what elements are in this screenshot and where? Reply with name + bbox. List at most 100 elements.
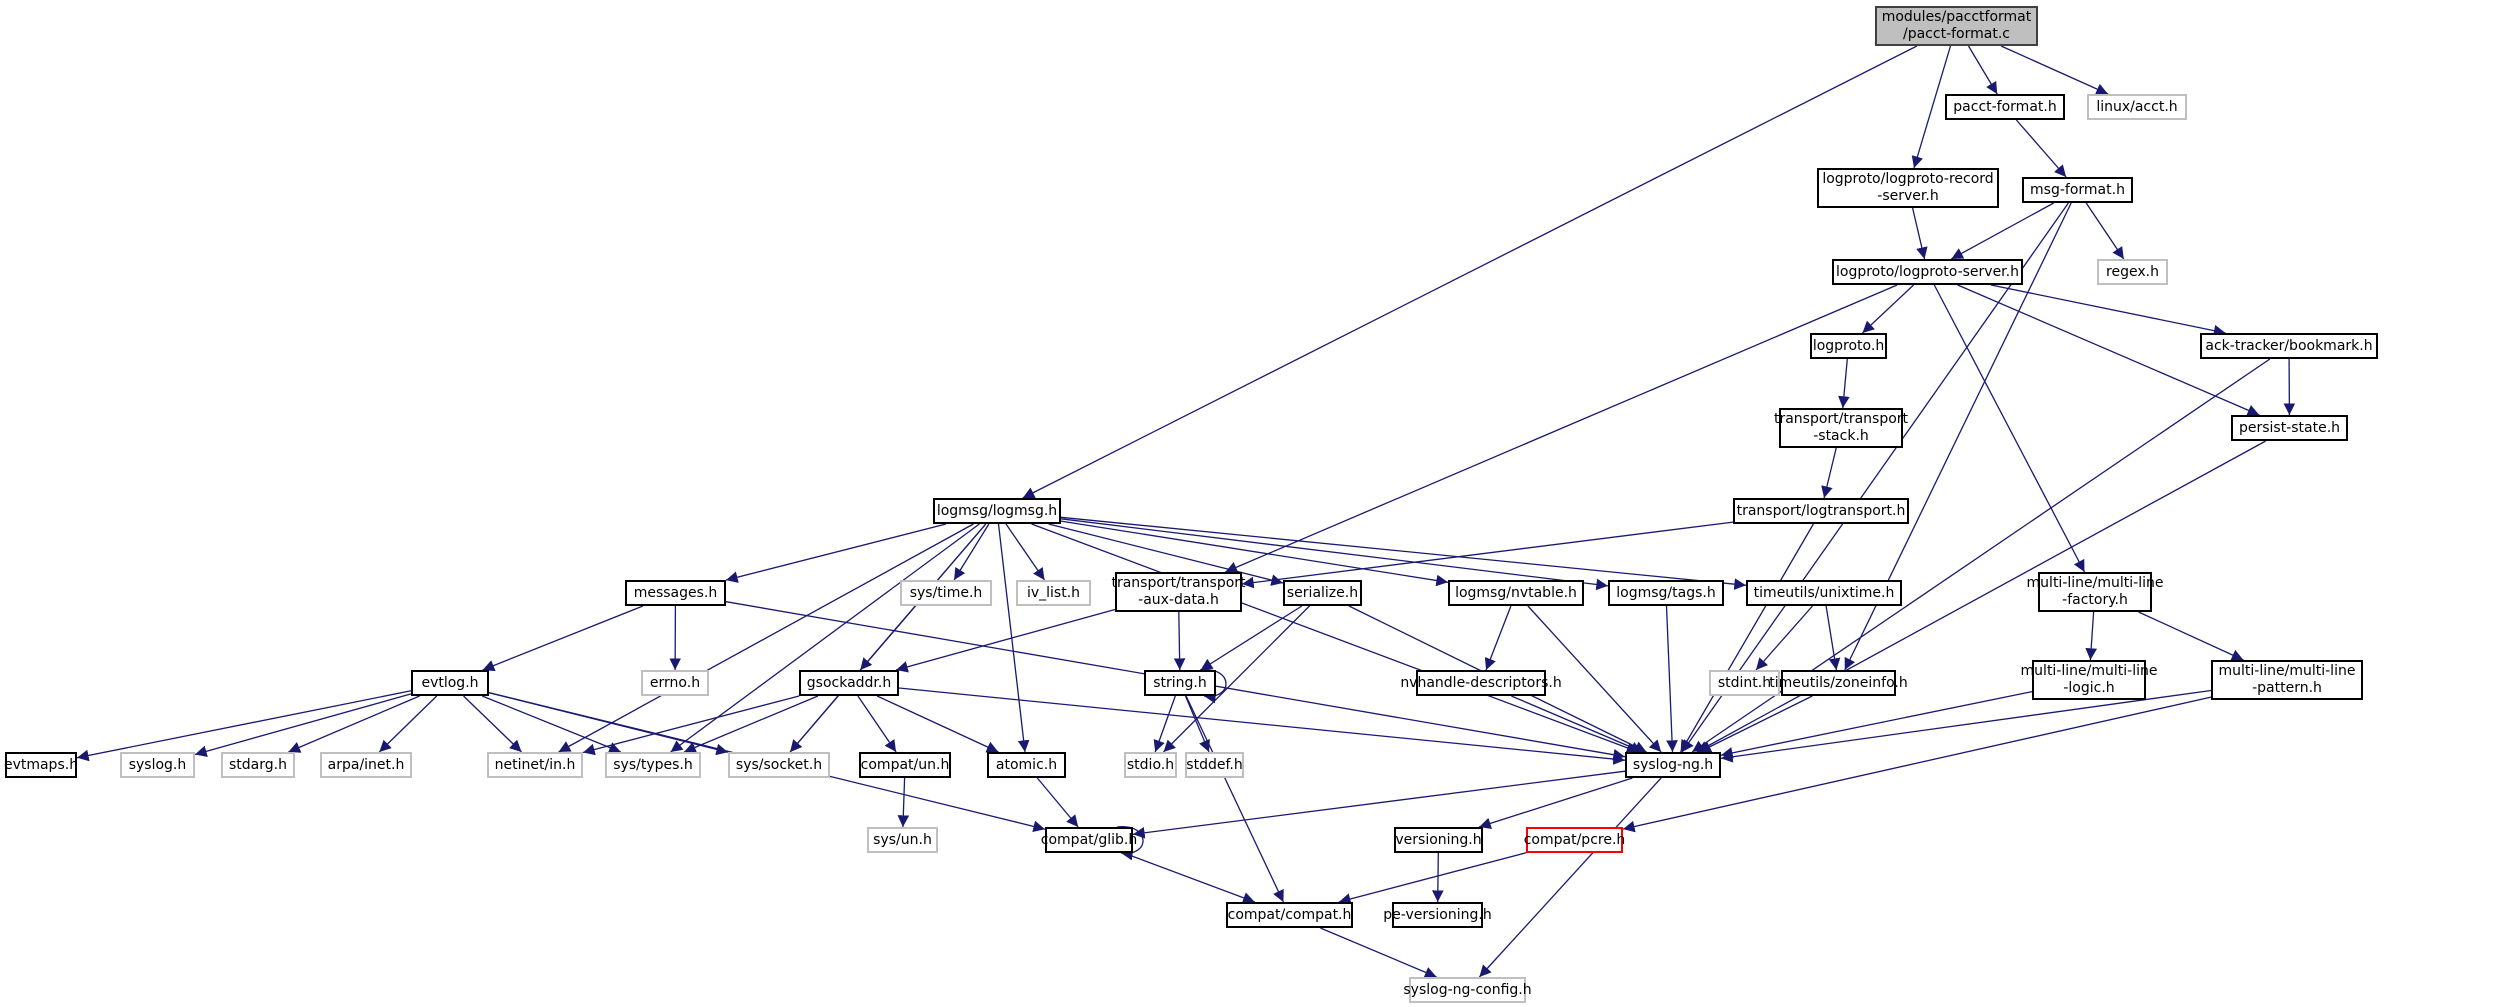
edge-pacct-format-h-to-msg-format-h: [2015, 119, 2067, 178]
edge-evtlog-h-to-evtmaps-h: [76, 690, 412, 762]
node-syslog-h: syslog.h: [120, 752, 195, 778]
edge-logtransport-h-to-syslog-ng-h: [1680, 523, 1814, 753]
edge-compat-glib-h-to-compat-glib-h: [1116, 826, 1144, 861]
node-regex-h: regex.h: [2097, 259, 2168, 285]
node-multiline-pattern-h[interactable]: multi-line/multi-line -pattern.h: [2211, 660, 2363, 700]
edge-logmsg-h-to-iv-list-h: [1005, 523, 1046, 581]
edge-root-to-logproto-record-server-h: [1911, 45, 1952, 169]
edge-syslog-ng-h-to-compat-glib-h: [1132, 770, 1626, 839]
node-unixtime-h[interactable]: timeutils/unixtime.h: [1746, 580, 1902, 606]
edge-unixtime-h-to-stdint-h: [1755, 605, 1813, 671]
node-atomic-h[interactable]: atomic.h: [987, 752, 1066, 778]
edge-logmsg-h-to-sys-types-h: [670, 523, 980, 753]
edge-logproto-server-h-to-persist-state-h: [1957, 284, 2260, 416]
edge-logproto-server-h-to-ack-tracker-bookmark-h: [1990, 284, 2226, 337]
edge-logtransport-h-to-transport-aux-data-h: [1241, 521, 1734, 589]
node-netinet-in-h: netinet/in.h: [487, 752, 583, 778]
node-sys-socket-h: sys/socket.h: [728, 752, 830, 778]
node-stddef-h: stddef.h: [1185, 752, 1244, 778]
node-compat-glib-h[interactable]: compat/glib.h: [1041, 827, 1137, 853]
node-zoneinfo-h[interactable]: timeutils/zoneinfo.h: [1769, 670, 1908, 696]
node-pacct-format-h[interactable]: pacct-format.h: [1945, 94, 2065, 120]
edge-msg-format-h-to-logproto-server-h: [1950, 202, 2055, 260]
edge-gsockaddr-h-to-netinet-in-h: [582, 695, 800, 756]
edge-compat-pcre-h-to-compat-compat-h: [1338, 852, 1527, 905]
edge-string-h-to-stdio-h: [1153, 695, 1176, 753]
node-errno-h: errno.h: [641, 670, 709, 696]
edge-evtlog-h-to-syslog-h: [194, 693, 412, 757]
edge-string-h-to-stddef-h: [1184, 695, 1210, 753]
node-nvtable-h[interactable]: logmsg/nvtable.h: [1448, 580, 1584, 606]
node-stdarg-h: stdarg.h: [221, 752, 295, 778]
edge-unixtime-h-to-zoneinfo-h: [1825, 605, 1841, 671]
edge-nvtable-h-to-nvhandle-descriptors-h: [1484, 605, 1512, 671]
node-sys-time-h: sys/time.h: [900, 580, 992, 606]
node-pe-versioning-h[interactable]: pe-versioning.h: [1383, 902, 1492, 928]
node-persist-state-h[interactable]: persist-state.h: [2231, 415, 2348, 441]
node-evtlog-h[interactable]: evtlog.h: [411, 670, 489, 696]
edge-multiline-factory-h-to-multiline-logic-h: [2085, 611, 2098, 661]
edge-logproto-server-h-to-logproto-h: [1861, 284, 1915, 334]
edge-zoneinfo-h-to-syslog-ng-h: [1698, 695, 1813, 753]
edge-compat-glib-h-to-compat-compat-h: [1123, 852, 1255, 904]
edge-gsockaddr-h-to-sys-types-h: [683, 695, 819, 753]
node-tags-h[interactable]: logmsg/tags.h: [1608, 580, 1724, 606]
edge-string-h-to-compat-compat-h: [1185, 695, 1284, 903]
node-logproto-h[interactable]: logproto.h: [1810, 333, 1887, 359]
node-msg-format-h[interactable]: msg-format.h: [2022, 177, 2133, 203]
edge-persist-state-h-to-syslog-ng-h: [1696, 440, 2267, 753]
edge-versioning-h-to-pe-versioning-h: [1431, 852, 1444, 903]
node-multiline-logic-h[interactable]: multi-line/multi-line -logic.h: [2021, 660, 2157, 700]
edge-serialize-h-to-string-h: [1200, 605, 1303, 671]
edge-gsockaddr-h-to-sys-socket-h: [789, 695, 839, 753]
node-ack-tracker-bookmark-h[interactable]: ack-tracker/bookmark.h: [2200, 333, 2378, 359]
node-compat-compat-h[interactable]: compat/compat.h: [1226, 902, 1353, 928]
edge-evtlog-h-to-netinet-in-h: [463, 695, 522, 753]
edge-multiline-pattern-h-to-compat-pcre-h: [1622, 696, 2212, 833]
node-transport-stack-h[interactable]: transport/transport -stack.h: [1774, 408, 1908, 448]
node-logmsg-h[interactable]: logmsg/logmsg.h: [933, 498, 1061, 524]
edge-multiline-pattern-h-to-syslog-ng-h: [1720, 689, 2212, 763]
edge-nvtable-h-to-syslog-ng-h: [1527, 605, 1662, 753]
node-multiline-factory-h[interactable]: multi-line/multi-line -factory.h: [2027, 572, 2163, 612]
edge-logmsg-h-to-serialize-h: [1048, 523, 1284, 586]
node-iv-list-h: iv_list.h: [1016, 580, 1091, 606]
edge-syslog-ng-h-to-versioning-h: [1478, 777, 1633, 830]
edge-logproto-server-h-to-multiline-factory-h: [1933, 284, 2086, 573]
edge-logmsg-h-to-sys-time-h: [953, 523, 990, 581]
edge-logproto-server-h-to-transport-aux-data-h: [1225, 284, 1898, 573]
edge-logmsg-h-to-syslog-ng-h: [1031, 523, 1639, 754]
node-logproto-record-server-h[interactable]: logproto/logproto-record -server.h: [1817, 168, 1999, 208]
node-serialize-h[interactable]: serialize.h: [1283, 580, 1362, 606]
node-logproto-server-h[interactable]: logproto/logproto-server.h: [1832, 259, 2023, 285]
node-messages-h[interactable]: messages.h: [625, 580, 726, 606]
node-sys-types-h: sys/types.h: [605, 752, 701, 778]
node-root: modules/pacctformat /pacct-format.c: [1875, 6, 2038, 46]
edge-msg-format-h-to-regex-h: [2085, 202, 2125, 260]
edge-evtlog-h-to-arpa-inet-h: [378, 695, 438, 753]
node-stdint-h: stdint.h: [1709, 670, 1780, 696]
node-logtransport-h[interactable]: transport/logtransport.h: [1733, 498, 1909, 524]
node-evtmaps-h[interactable]: evtmaps.h: [4, 752, 78, 778]
edge-multiline-factory-h-to-multiline-pattern-h: [2138, 611, 2244, 661]
edge-tags-h-to-syslog-ng-h: [1665, 605, 1678, 753]
edge-gsockaddr-h-to-atomic-h: [876, 695, 999, 753]
node-syslog-ng-config-h: syslog-ng-config.h: [1403, 977, 1532, 1003]
node-transport-aux-data-h[interactable]: transport/transport -aux-data.h: [1111, 572, 1246, 612]
edge-transport-aux-data-h-to-gsockaddr-h: [895, 608, 1116, 673]
edge-nvhandle-descriptors-h-to-syslog-ng-h: [1511, 695, 1643, 753]
edge-logmsg-h-to-netinet-in-h: [558, 523, 974, 753]
node-syslog-ng-h[interactable]: syslog-ng.h: [1625, 752, 1721, 778]
node-string-h[interactable]: string.h: [1144, 670, 1216, 696]
edge-root-to-pacct-format-h: [1967, 45, 1998, 95]
edge-logproto-record-server-h-to-logproto-server-h: [1911, 207, 1928, 260]
node-compat-un-h[interactable]: compat/un.h: [859, 752, 951, 778]
edge-string-h-to-string-h: [1199, 669, 1227, 704]
edge-serialize-h-to-stdio-h: [1163, 605, 1310, 753]
edge-syslog-ng-h-to-syslog-ng-config-h: [1478, 777, 1662, 978]
edge-compat-un-h-to-sys-un-h: [897, 777, 910, 828]
node-versioning-h[interactable]: versioning.h: [1394, 827, 1483, 853]
node-nvhandle-descriptors-h[interactable]: nvhandle-descriptors.h: [1400, 670, 1562, 696]
node-gsockaddr-h[interactable]: gsockaddr.h: [799, 670, 899, 696]
edge-root-to-linux-acct-h: [2000, 45, 2109, 95]
